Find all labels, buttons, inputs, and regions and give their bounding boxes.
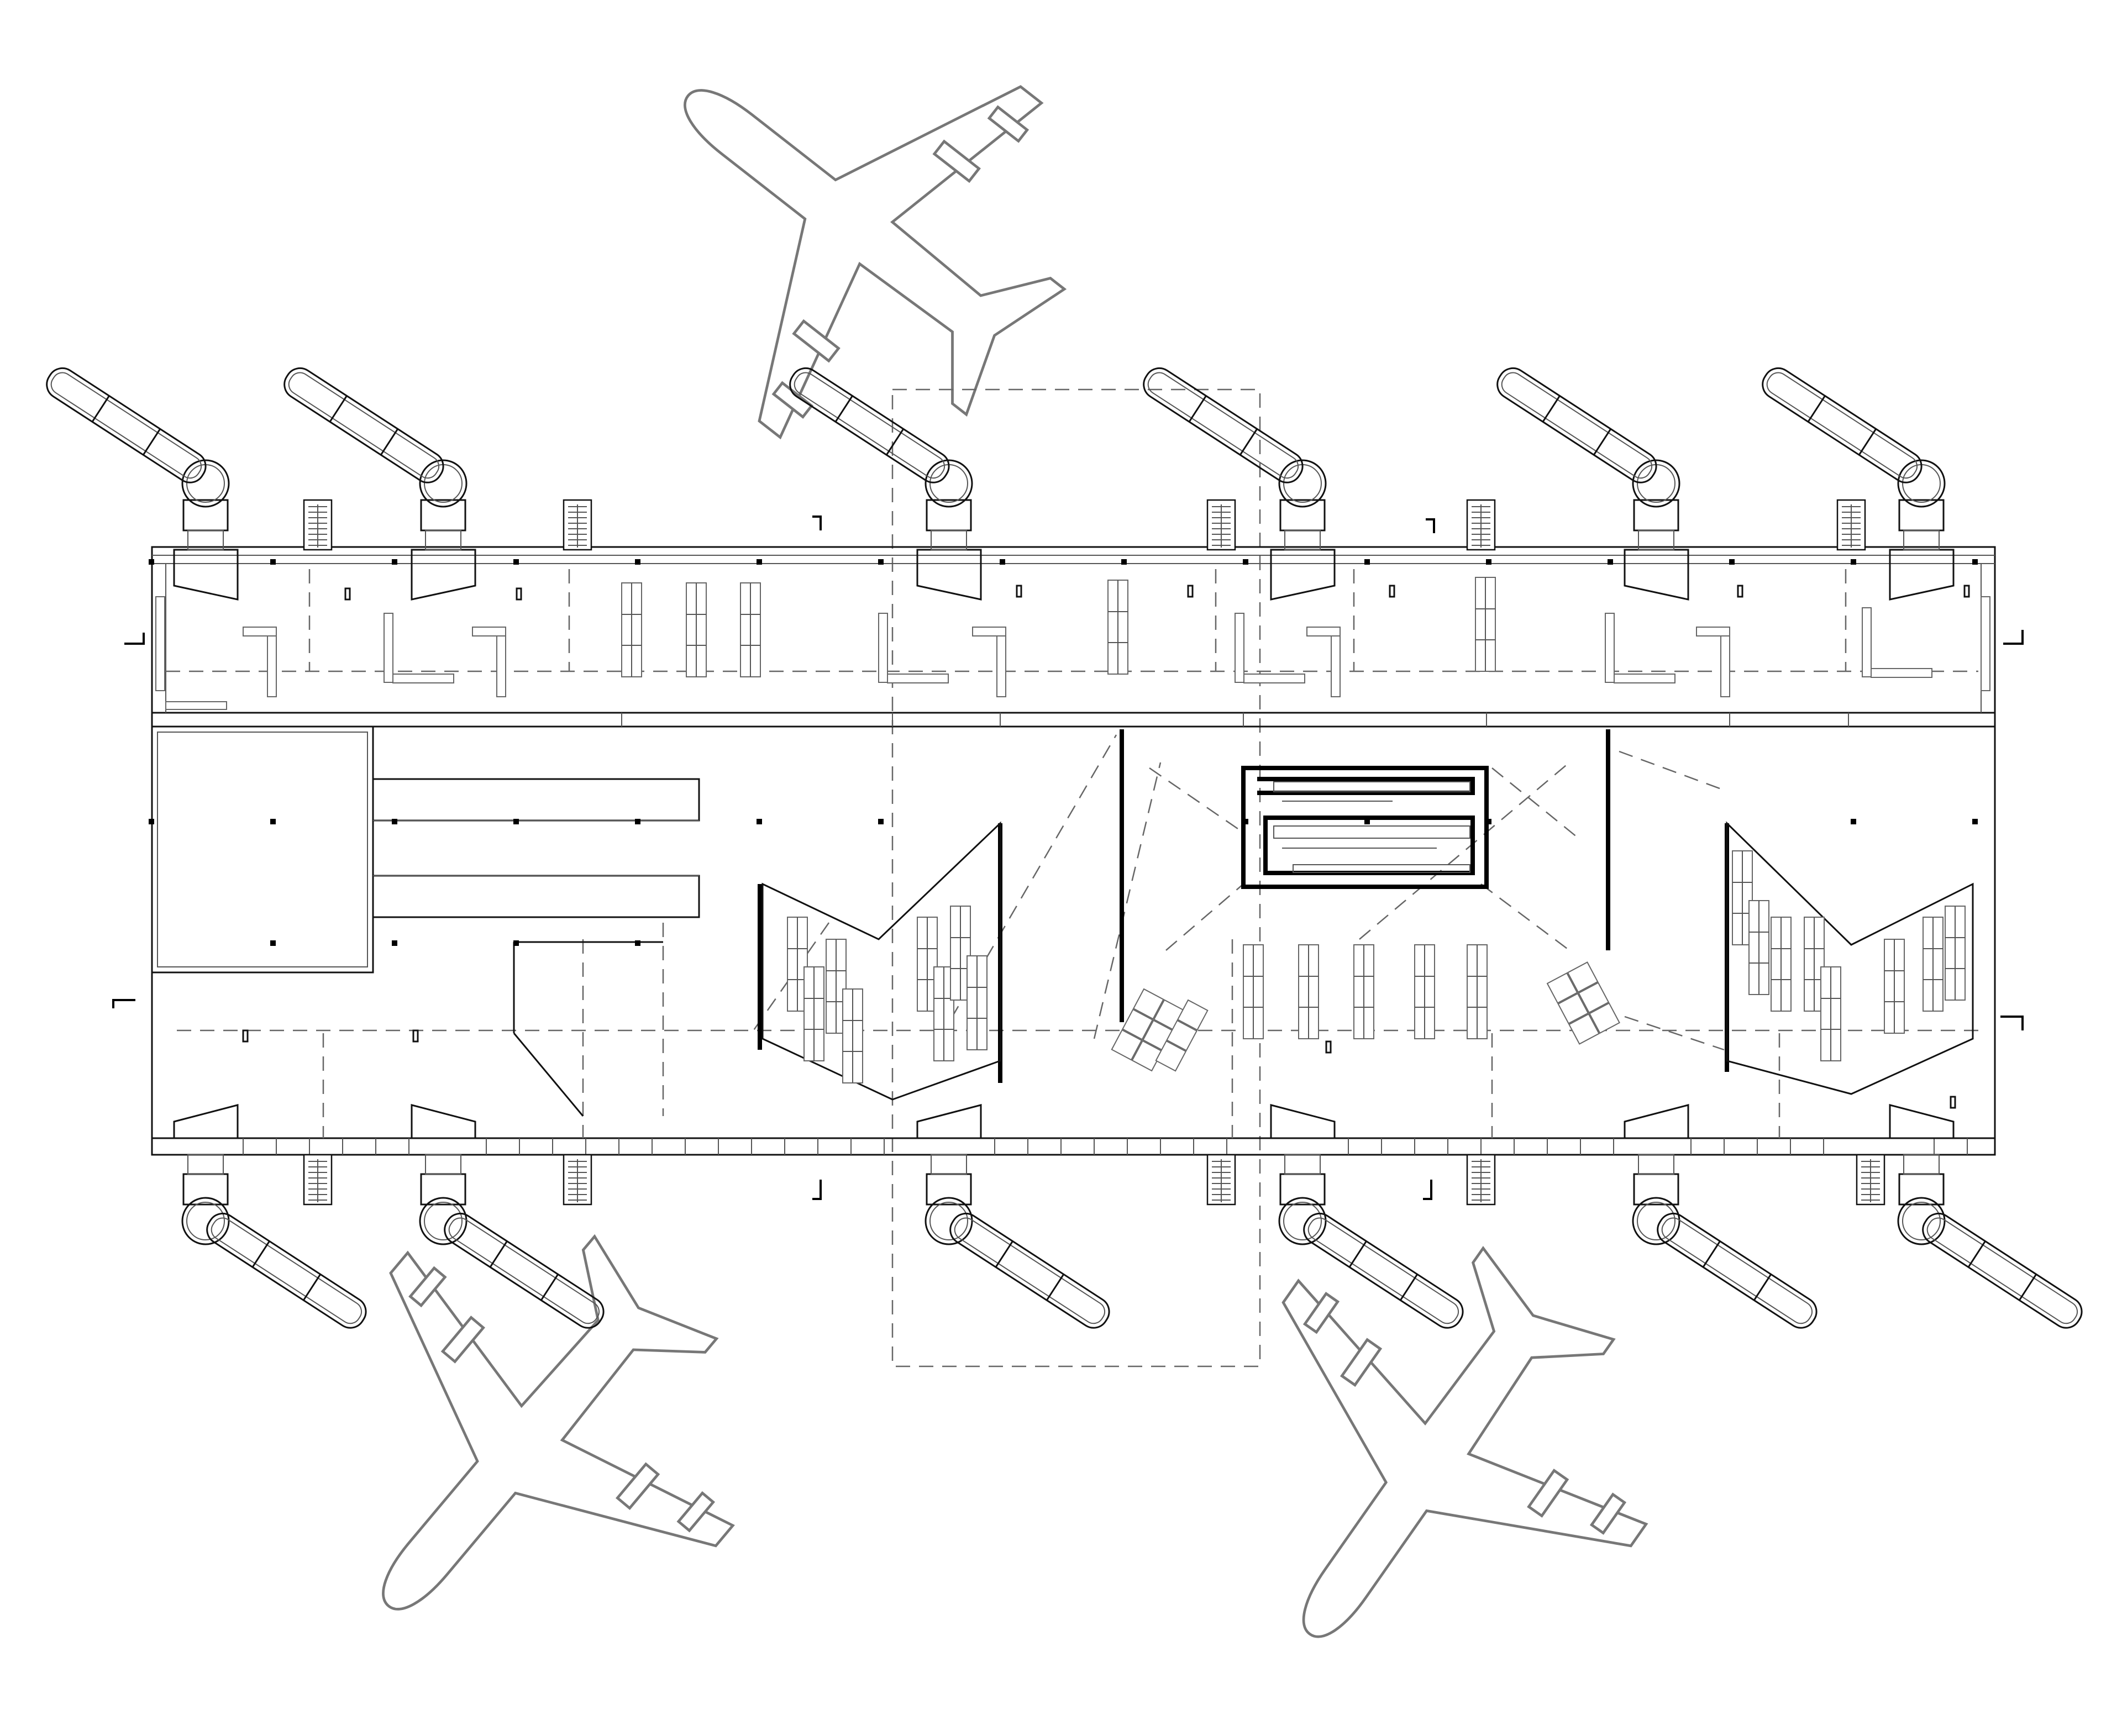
circulation-lines	[166, 569, 1978, 1138]
terminal-building	[151, 546, 1996, 1156]
zone-outline	[891, 388, 1261, 1367]
small-fixtures	[242, 585, 1970, 1109]
service-core	[1241, 766, 1489, 889]
airplane-top-icon	[557, 0, 1146, 519]
top-gate-wedges	[173, 549, 1955, 601]
airplane-bottom-left-icon	[226, 1151, 818, 1736]
interior-walls	[513, 729, 1729, 1117]
stairs	[303, 499, 1885, 1206]
upper-seating	[155, 577, 1990, 710]
bottom-facade-mullions	[243, 1138, 1968, 1155]
structural-columns	[149, 559, 1978, 946]
lounge-seating	[787, 850, 1966, 1083]
bottom-boarding-bridges	[181, 1154, 2088, 1334]
bottom-gate-wedges	[173, 1104, 1955, 1139]
gate-lounges	[761, 821, 1974, 1101]
section-markers	[112, 515, 2024, 1200]
airplane-bottom-right-icon	[1136, 1172, 1722, 1736]
